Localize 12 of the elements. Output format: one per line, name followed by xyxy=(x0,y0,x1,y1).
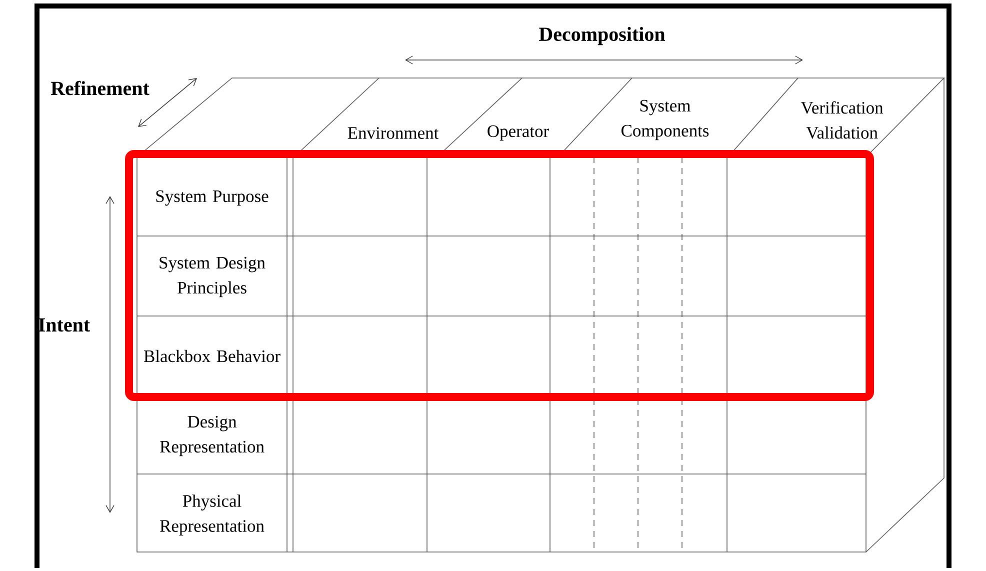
label: System Components xyxy=(622,100,709,140)
label: Design Representation xyxy=(160,416,264,456)
label: Operator xyxy=(488,125,549,141)
label: Decomposition xyxy=(539,26,666,46)
label: Blackbox Behavior xyxy=(144,350,280,362)
label: System Purpose xyxy=(156,190,268,206)
label: System Design Principles xyxy=(160,256,266,298)
label: Physical Representation xyxy=(160,494,264,536)
label: Verification Validation xyxy=(800,101,884,139)
label: Environment xyxy=(348,127,439,139)
label: Intent xyxy=(38,318,90,332)
label: Refinement xyxy=(50,80,150,96)
